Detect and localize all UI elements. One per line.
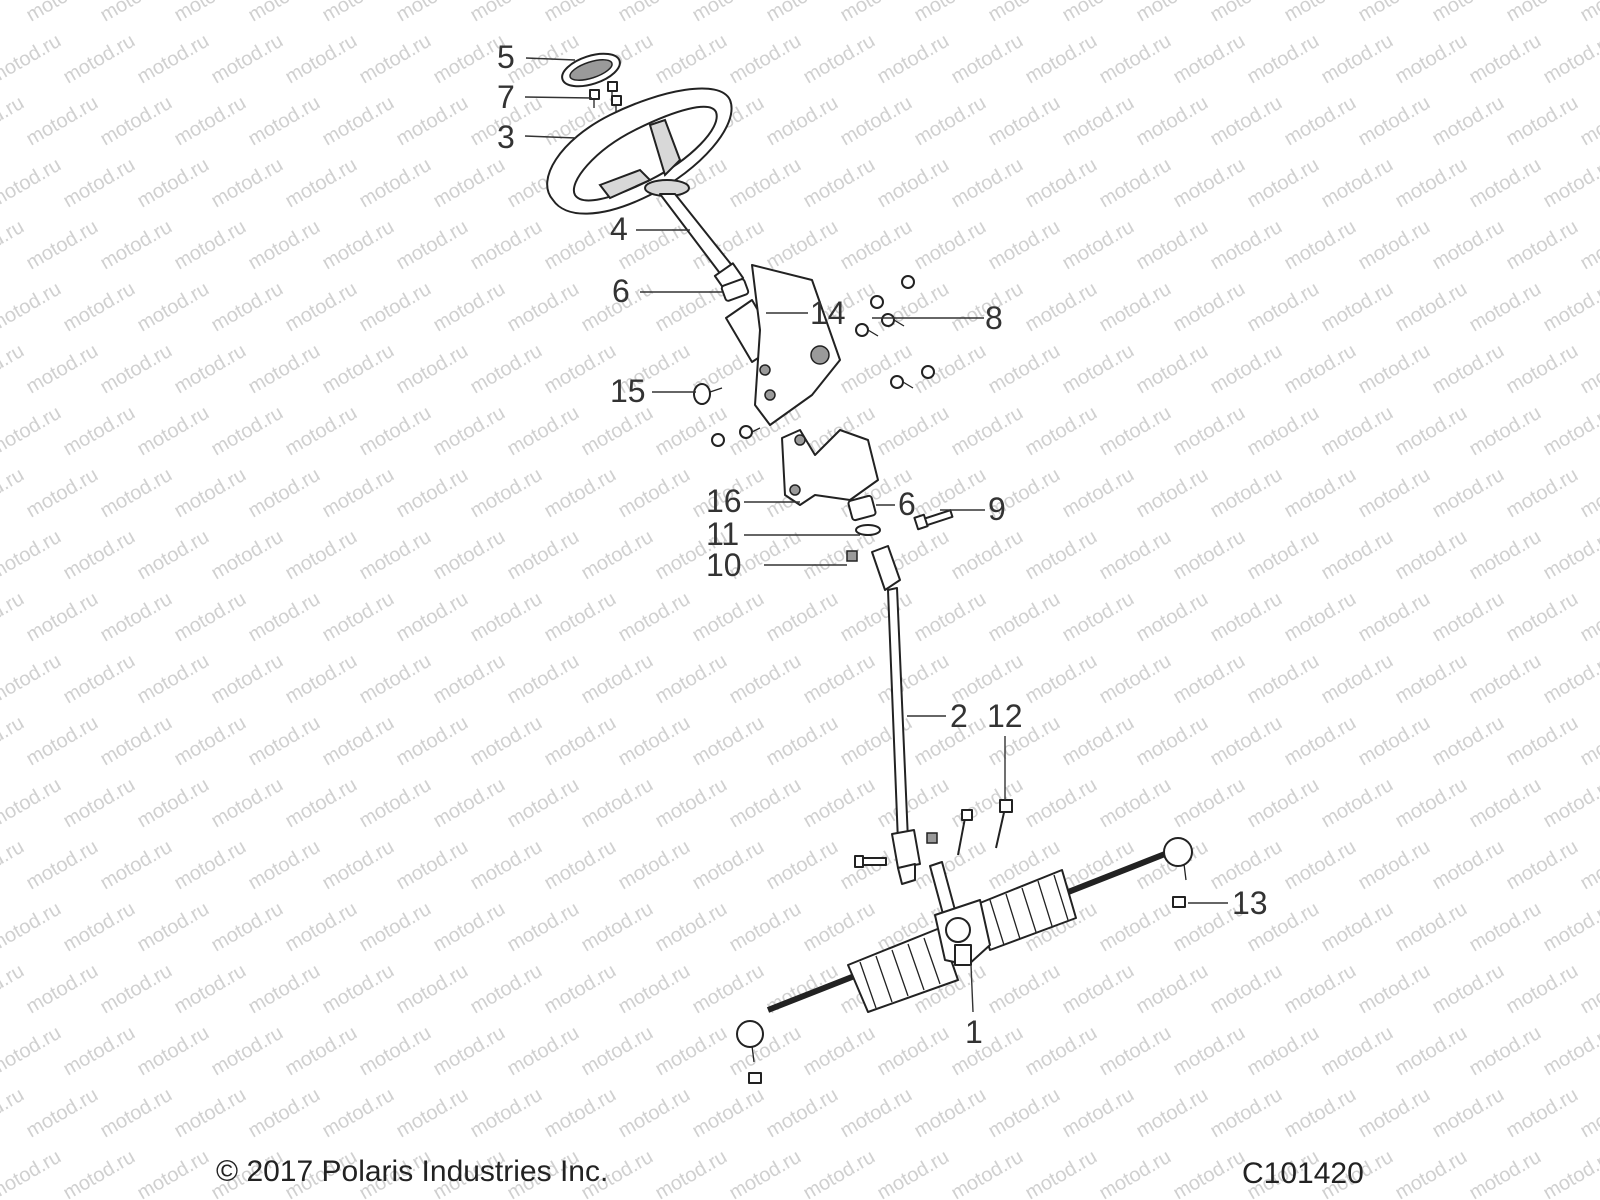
lower-nut bbox=[846, 550, 858, 562]
horn-cap bbox=[561, 52, 621, 88]
steering-column bbox=[725, 264, 841, 426]
lower-bushing bbox=[847, 494, 877, 522]
diagram-id: C101420 bbox=[1242, 1157, 1364, 1190]
column-bolts bbox=[855, 275, 935, 389]
leader-lines bbox=[524, 57, 1228, 1013]
callout-5: 5 bbox=[497, 39, 515, 75]
callout-4: 4 bbox=[610, 211, 628, 247]
callout-9: 9 bbox=[988, 491, 1006, 527]
callout-16: 16 bbox=[706, 483, 742, 519]
callout-6-lower: 6 bbox=[898, 486, 916, 522]
callouts: 5 7 3 4 6 14 8 15 16 6 9 11 10 2 12 13 1 bbox=[497, 39, 1268, 1050]
upper-steering-shaft bbox=[644, 179, 745, 292]
tie-rod-nuts bbox=[748, 896, 1186, 1084]
callout-6-upper: 6 bbox=[612, 273, 630, 309]
steering-wheel bbox=[546, 87, 733, 215]
callout-13: 13 bbox=[1232, 885, 1268, 921]
callout-15: 15 bbox=[610, 373, 646, 409]
upper-bushing bbox=[720, 278, 750, 302]
intermediate-shaft bbox=[871, 545, 921, 885]
callout-8: 8 bbox=[985, 300, 1003, 336]
callout-3: 3 bbox=[497, 119, 515, 155]
callout-2: 2 bbox=[950, 698, 968, 734]
wheel-screws bbox=[589, 81, 622, 113]
shaft-bolts bbox=[854, 799, 1013, 868]
callout-11: 11 bbox=[706, 516, 739, 552]
callout-12: 12 bbox=[987, 698, 1023, 734]
lower-bolt bbox=[913, 509, 954, 531]
callout-7: 7 bbox=[497, 79, 515, 115]
copyright-text: © 2017 Polaris Industries Inc. bbox=[216, 1155, 609, 1188]
steering-rack bbox=[736, 837, 1193, 1063]
callout-10: 10 bbox=[706, 547, 742, 583]
tilt-knob bbox=[693, 383, 723, 405]
callout-14: 14 bbox=[810, 295, 846, 331]
callout-1: 1 bbox=[965, 1014, 983, 1050]
retaining-ring bbox=[855, 524, 881, 536]
